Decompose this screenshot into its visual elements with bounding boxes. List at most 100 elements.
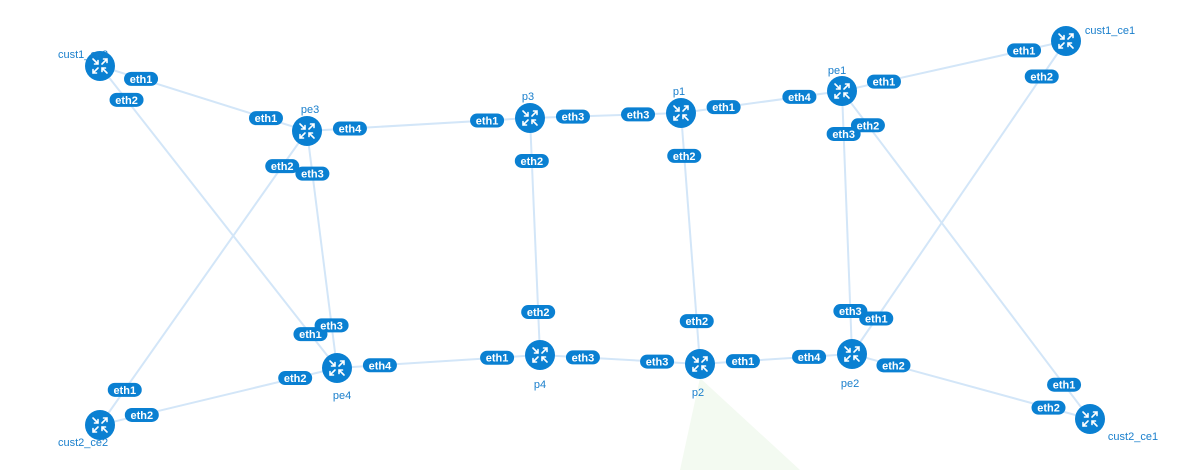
link-p1-pe1[interactable] <box>680 90 843 114</box>
interface-label-eth3[interactable]: eth3 <box>826 126 861 141</box>
node-label: pe2 <box>841 378 859 390</box>
router-icon <box>1058 33 1074 49</box>
node-pe3[interactable]: pe3 <box>292 104 322 146</box>
interface-name: eth3 <box>646 357 669 369</box>
interface-label-eth3[interactable]: eth3 <box>833 304 868 319</box>
interface-name: eth2 <box>685 316 708 328</box>
node-p1[interactable]: p1 <box>666 86 696 128</box>
interface-label-eth3[interactable]: eth3 <box>640 354 675 369</box>
interface-label-eth4[interactable]: eth4 <box>792 349 827 364</box>
node-cust2_ce2[interactable]: cust2_ce2 <box>58 410 115 449</box>
interface-label-eth1[interactable]: eth1 <box>107 382 142 397</box>
interface-label-eth2[interactable]: eth2 <box>1024 69 1059 84</box>
node-cust1_ce2[interactable]: cust1_ce2 <box>58 49 115 81</box>
interface-label-eth1[interactable]: eth1 <box>248 111 283 126</box>
interface-label-eth4[interactable]: eth4 <box>362 358 397 373</box>
interface-label-eth4[interactable]: eth4 <box>782 89 817 104</box>
interface-name: eth1 <box>865 314 888 326</box>
router-icon <box>92 58 108 74</box>
router-node <box>1075 404 1105 434</box>
interface-label-eth2[interactable]: eth2 <box>876 358 911 373</box>
interface-label-eth2[interactable]: eth2 <box>667 148 702 163</box>
interface-pill <box>248 111 283 126</box>
router-node <box>1051 26 1081 56</box>
link-cust1_ce2-pe4[interactable] <box>99 65 338 369</box>
node-p2[interactable]: p2 <box>685 349 715 399</box>
node-label: cust2_ce2 <box>58 437 108 449</box>
interface-label-eth4[interactable]: eth4 <box>332 121 367 136</box>
node-cust2_ce1[interactable]: cust2_ce1 <box>1075 404 1158 443</box>
interface-pill <box>278 371 313 386</box>
link-p2-pe2[interactable] <box>699 353 853 365</box>
interface-pill <box>1024 69 1059 84</box>
interface-name: eth4 <box>798 352 822 364</box>
interface-label-eth1[interactable]: eth1 <box>866 74 901 89</box>
interface-label-eth3[interactable]: eth3 <box>621 107 656 122</box>
link-cust1_ce1-pe2[interactable] <box>851 40 1067 355</box>
interface-label-eth1[interactable]: eth1 <box>480 350 515 365</box>
interface-label-eth2[interactable]: eth2 <box>850 118 885 133</box>
router-node <box>827 76 857 106</box>
interface-label-eth2[interactable]: eth2 <box>124 407 159 422</box>
interface-pill <box>826 126 861 141</box>
router-icon <box>92 417 108 433</box>
interface-pill <box>124 71 159 86</box>
interface-name: eth3 <box>572 352 595 364</box>
interface-label-eth2[interactable]: eth2 <box>265 159 300 174</box>
interface-label-eth1[interactable]: eth1 <box>124 71 159 86</box>
router-icon <box>844 346 860 362</box>
router-node <box>525 340 555 370</box>
link-pe3-cust2_ce2[interactable] <box>99 130 308 426</box>
nodes-layer: cust1_ce2 pe3 p3 p1 pe1 cust1_ce1 cust2_ce2 pe4… <box>58 25 1158 449</box>
interface-label-eth2[interactable]: eth2 <box>521 305 556 320</box>
link-p4-p2[interactable] <box>539 354 701 365</box>
interface-label-eth2[interactable]: eth2 <box>679 314 714 329</box>
interface-label-eth2[interactable]: eth2 <box>1031 400 1066 415</box>
interface-label-eth2[interactable]: eth2 <box>514 153 549 168</box>
interface-label-eth2[interactable]: eth2 <box>278 371 313 386</box>
interface-label-eth3[interactable]: eth3 <box>314 318 349 333</box>
interface-pill <box>1047 377 1082 392</box>
link-p3-p4[interactable] <box>529 117 541 356</box>
interface-name: eth4 <box>788 92 812 104</box>
interface-name: eth2 <box>115 95 138 107</box>
node-p4[interactable]: p4 <box>525 340 555 391</box>
interface-pill <box>859 311 894 326</box>
node-pe1[interactable]: pe1 <box>827 65 857 106</box>
interface-label-eth1[interactable]: eth1 <box>470 113 505 128</box>
interface-name: eth4 <box>339 123 363 135</box>
interface-name: eth3 <box>839 306 862 318</box>
router-node <box>837 339 867 369</box>
interface-name: eth1 <box>1053 380 1076 392</box>
interface-pill <box>514 153 549 168</box>
interface-name: eth2 <box>130 410 153 422</box>
interface-name: eth3 <box>562 112 585 124</box>
interface-label-eth1[interactable]: eth1 <box>859 311 894 326</box>
node-label: p4 <box>534 379 546 391</box>
interface-label-eth3[interactable]: eth3 <box>295 166 330 181</box>
interface-label-eth3[interactable]: eth3 <box>565 350 600 365</box>
interface-label-eth2[interactable]: eth2 <box>109 92 144 107</box>
router-icon <box>673 105 689 121</box>
interface-label-eth1[interactable]: eth1 <box>1047 377 1082 392</box>
node-pe4[interactable]: pe4 <box>322 353 352 402</box>
interface-label-eth1[interactable]: eth1 <box>706 100 741 115</box>
interface-name: eth1 <box>1013 45 1036 57</box>
interface-name: eth2 <box>1037 403 1060 415</box>
interface-label-eth3[interactable]: eth3 <box>555 109 590 124</box>
interface-pill <box>109 92 144 107</box>
link-pe1-cust2_ce1[interactable] <box>841 90 1091 420</box>
interface-name: eth2 <box>271 161 294 173</box>
router-node <box>685 349 715 379</box>
interface-pill <box>565 350 600 365</box>
interface-pill <box>555 109 590 124</box>
node-p3[interactable]: p3 <box>515 91 545 133</box>
node-cust1_ce1[interactable]: cust1_ce1 <box>1051 25 1135 56</box>
node-pe2[interactable]: pe2 <box>837 339 867 390</box>
interface-name: eth1 <box>873 77 896 89</box>
link-p3-p1[interactable] <box>529 112 682 119</box>
interface-label-eth1[interactable]: eth1 <box>1007 43 1042 58</box>
interface-label-eth1[interactable]: eth1 <box>725 354 760 369</box>
interface-pill <box>1007 43 1042 58</box>
interface-pill <box>640 354 675 369</box>
